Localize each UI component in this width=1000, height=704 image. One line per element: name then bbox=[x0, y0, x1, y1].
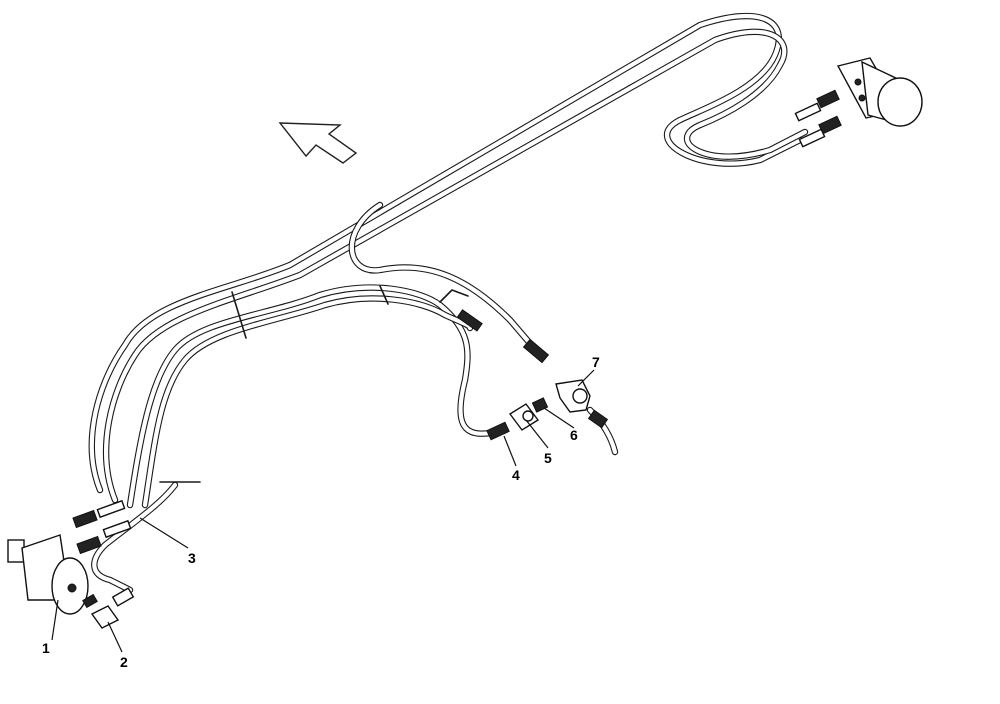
callout-5: 5 bbox=[544, 450, 552, 466]
callout-4: 4 bbox=[512, 467, 520, 483]
callout-3: 3 bbox=[188, 550, 196, 566]
left-fittings bbox=[72, 499, 135, 629]
left-motor bbox=[7, 534, 89, 615]
callout-7: 7 bbox=[592, 354, 600, 370]
hose-bundle bbox=[88, 12, 809, 594]
middle-fittings bbox=[439, 289, 609, 441]
callout-2: 2 bbox=[120, 654, 128, 670]
callout-labels: 1 2 3 4 5 6 7 bbox=[42, 354, 600, 670]
leader-lines bbox=[51, 369, 595, 653]
callout-1: 1 bbox=[42, 640, 50, 656]
right-fittings bbox=[794, 89, 842, 148]
direction-arrow-icon bbox=[278, 122, 358, 164]
right-motor bbox=[836, 57, 923, 127]
callout-6: 6 bbox=[570, 427, 578, 443]
